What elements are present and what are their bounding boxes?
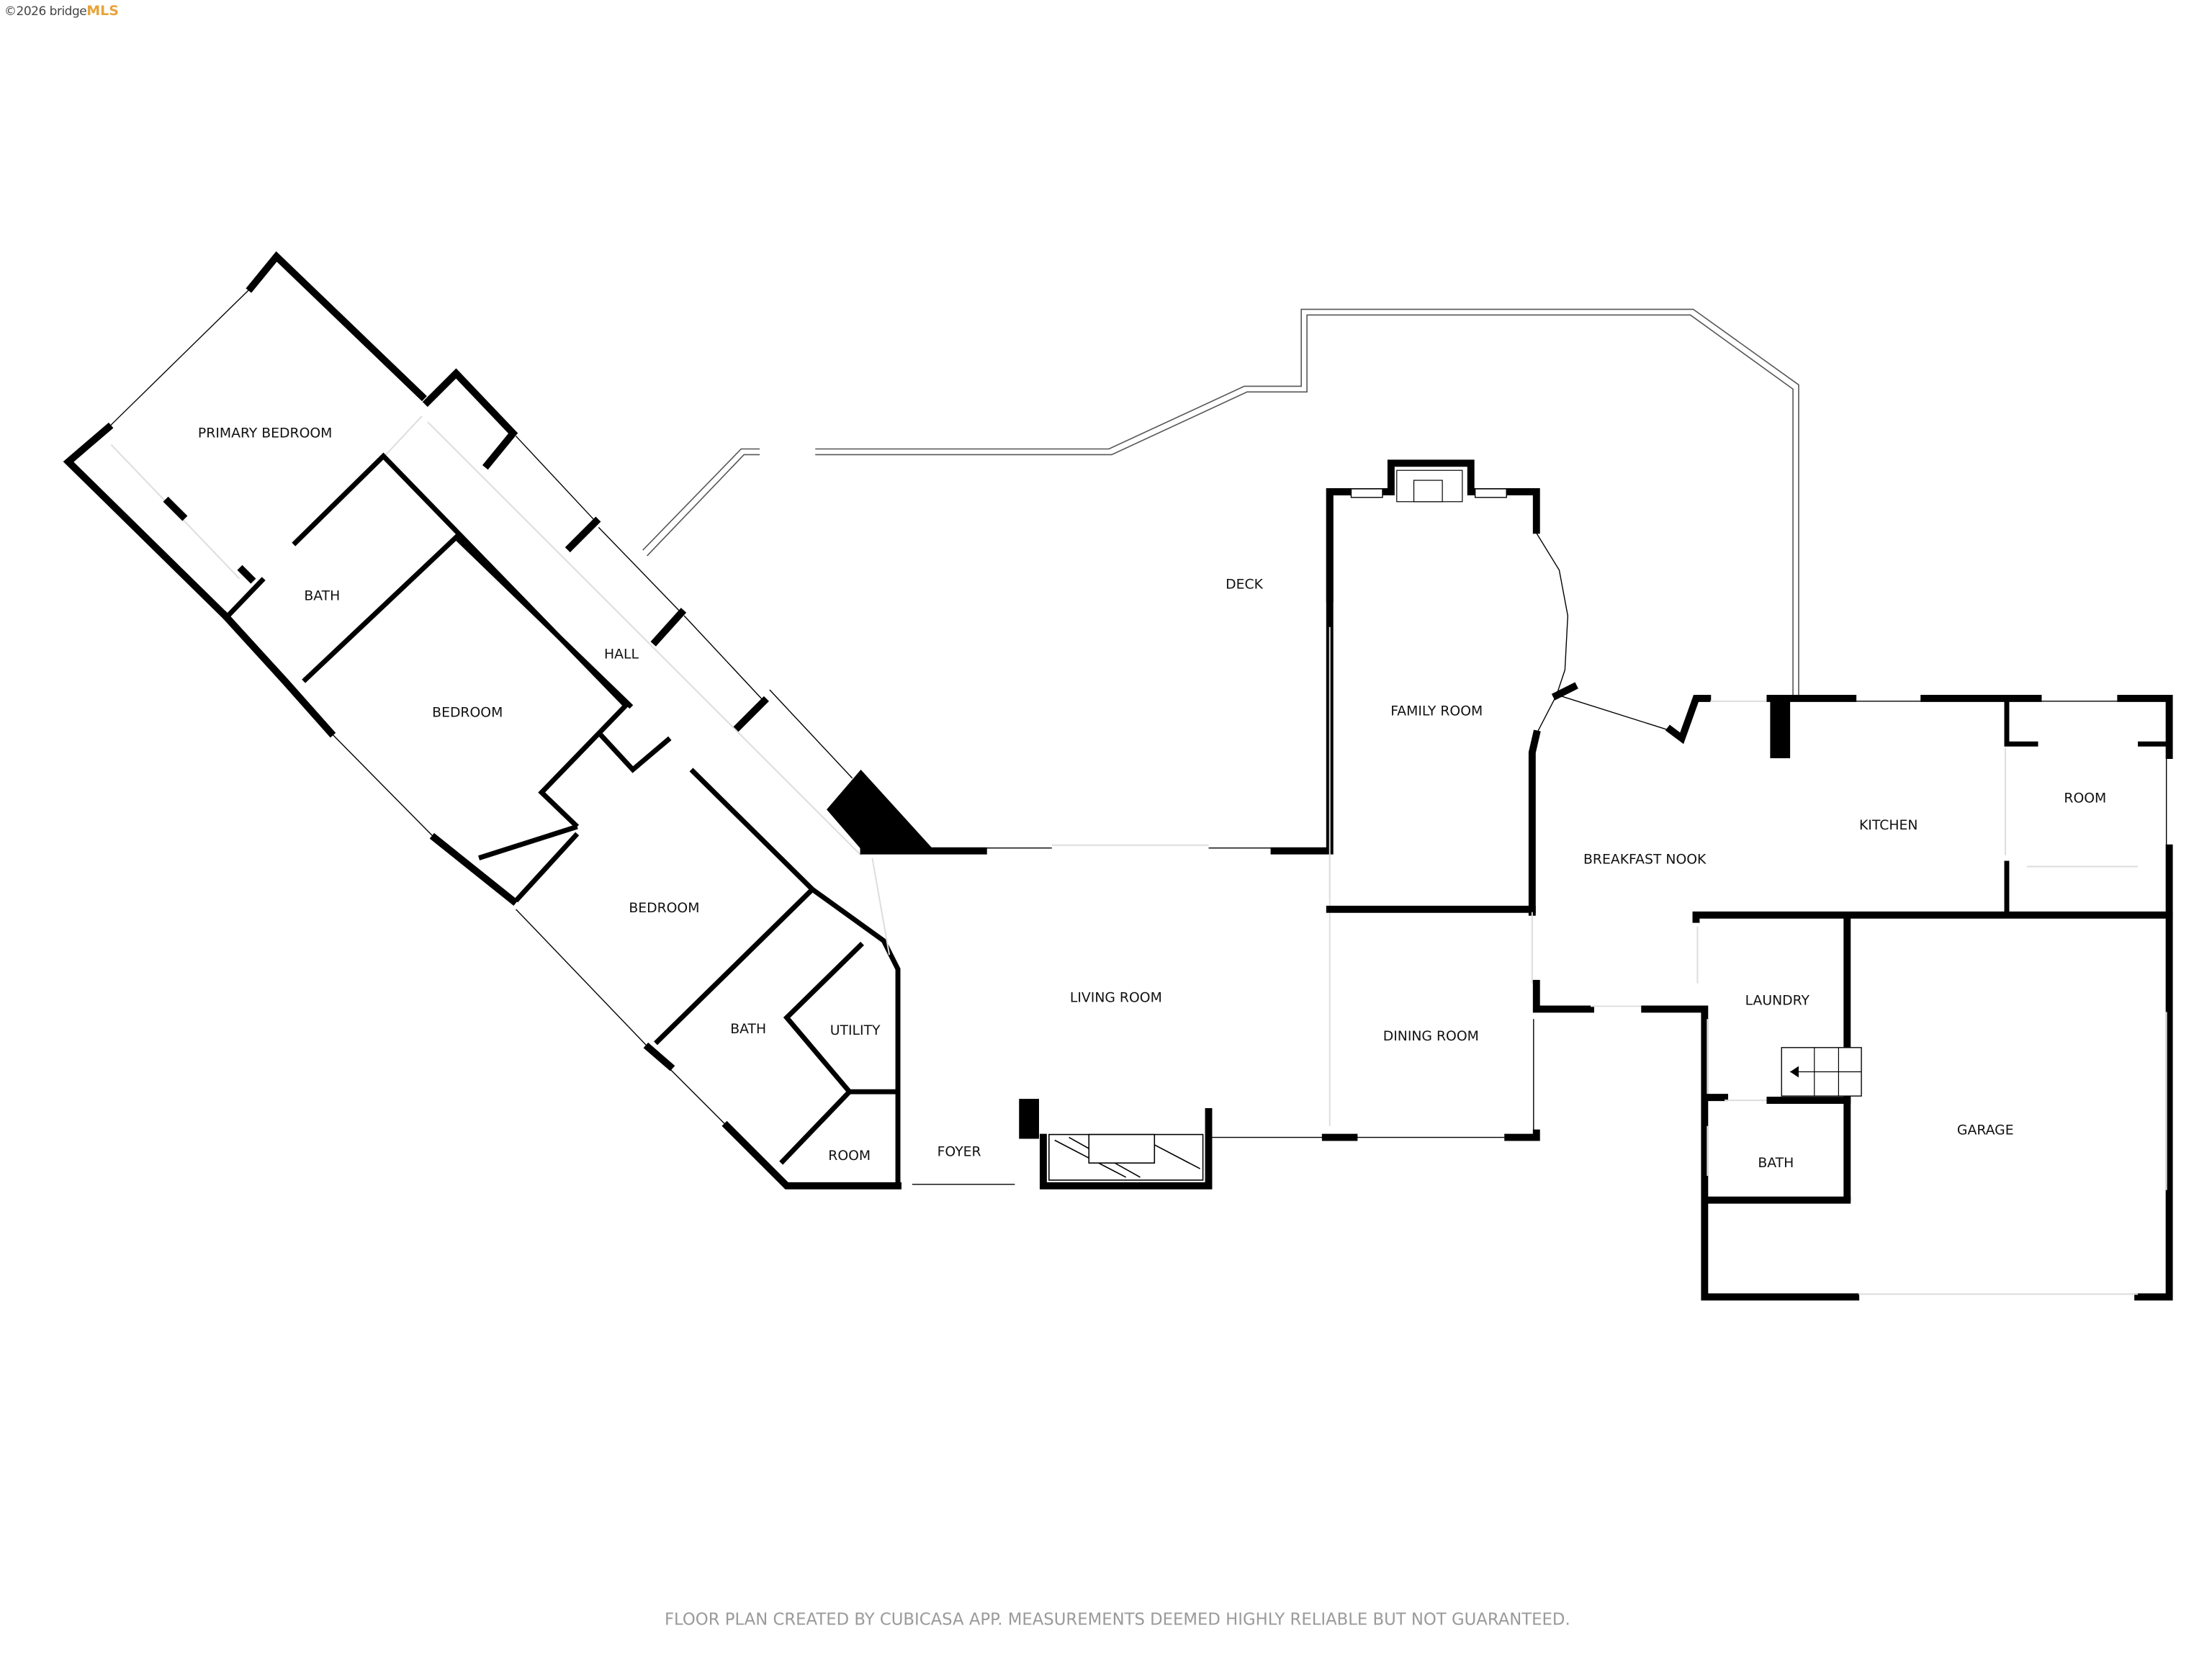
deck-outline bbox=[642, 308, 1799, 698]
watermark-copyright: ©2026 bridge bbox=[4, 4, 87, 19]
fireplace-icon bbox=[1048, 1133, 1204, 1181]
fireplace-icon bbox=[1396, 469, 1463, 503]
room-label-bath-3: BATH bbox=[1758, 1156, 1794, 1171]
dining-room-walls bbox=[1357, 912, 1860, 1301]
room-label-laundry: LAUNDRY bbox=[1745, 993, 1810, 1008]
room-label-living-room: LIVING ROOM bbox=[1070, 991, 1162, 1006]
living-room-walls bbox=[860, 487, 1358, 1190]
family-room-walls bbox=[1326, 459, 1569, 916]
room-label-bath: BATH bbox=[304, 588, 340, 603]
room-label-family-room: FAMILY ROOM bbox=[1390, 704, 1483, 719]
room-label-bedroom-2: BEDROOM bbox=[629, 901, 699, 916]
stairs-icon bbox=[1781, 1047, 1862, 1097]
room-label-kitchen: KITCHEN bbox=[1859, 818, 1917, 833]
room-label-bath-2: BATH bbox=[730, 1022, 766, 1037]
room-label-room: ROOM bbox=[828, 1148, 871, 1164]
west-wing-walls bbox=[63, 251, 932, 1190]
room-label-foyer: FOYER bbox=[938, 1144, 981, 1159]
room-label-deck: DECK bbox=[1226, 577, 1263, 592]
room-label-breakfast-nook: BREAKFAST NOOK bbox=[1583, 853, 1707, 868]
room-label-room-2: ROOM bbox=[2064, 791, 2106, 806]
room-label-garage: GARAGE bbox=[1957, 1123, 2014, 1138]
east-wing-walls bbox=[1551, 682, 2173, 1301]
room-label-dining-room: DINING ROOM bbox=[1383, 1029, 1479, 1044]
room-labels: PRIMARY BEDROOM BATH HALL BEDROOM BEDROO… bbox=[198, 426, 2106, 1171]
room-label-hall: HALL bbox=[604, 647, 639, 662]
watermark-brand: MLS bbox=[86, 3, 119, 19]
room-label-bedroom: BEDROOM bbox=[432, 706, 503, 721]
room-label-primary-bedroom: PRIMARY BEDROOM bbox=[198, 426, 332, 441]
room-label-utility: UTILITY bbox=[830, 1023, 881, 1038]
disclaimer-footer: FLOOR PLAN CREATED BY CUBICASA APP. MEAS… bbox=[665, 1610, 1570, 1629]
